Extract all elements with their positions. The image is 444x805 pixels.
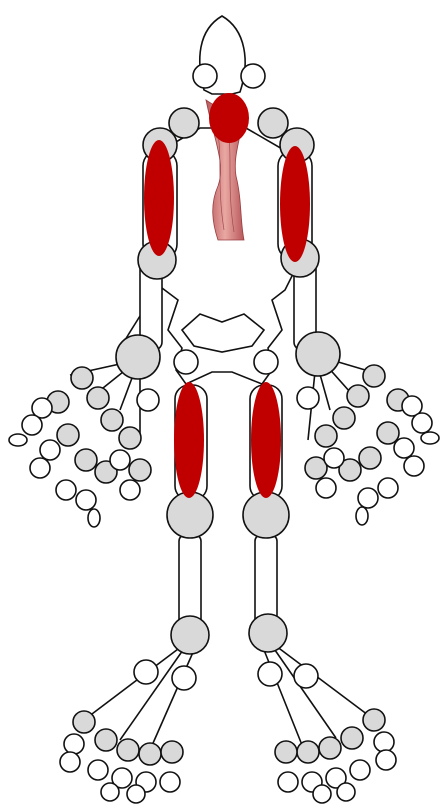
left-upper-arm-highlight — [144, 140, 174, 256]
left-hand — [9, 367, 151, 527]
left-ankle-joint — [171, 616, 209, 654]
right-ankle-joint — [249, 614, 287, 652]
left-thigh-highlight — [174, 382, 204, 498]
right-hand — [305, 365, 439, 525]
left-knee-joint — [167, 492, 213, 538]
head-marker — [209, 93, 249, 143]
right-thigh-highlight — [251, 382, 281, 498]
left-foot — [60, 660, 196, 803]
right-knee-joint — [243, 492, 289, 538]
right-wrist-joint — [296, 332, 340, 376]
left-wrist-joint — [116, 335, 160, 379]
right-foot — [258, 662, 396, 803]
right-upper-arm-highlight — [280, 146, 310, 262]
